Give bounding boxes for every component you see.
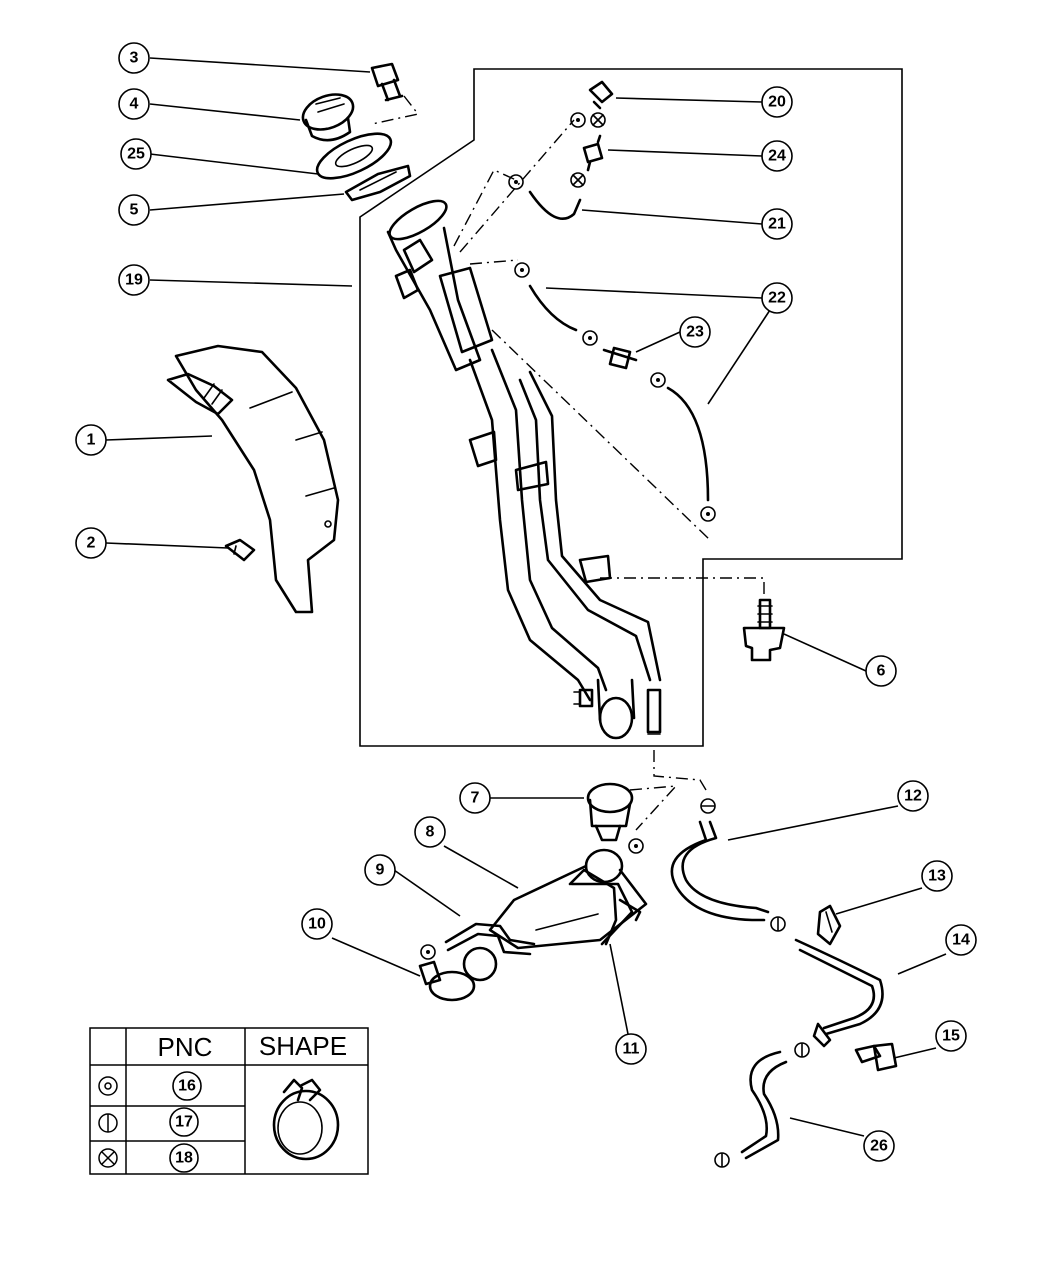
- callout-25: 25: [120, 138, 152, 170]
- svg-text:5: 5: [130, 202, 139, 219]
- svg-text:22: 22: [768, 290, 786, 307]
- assembly-frame: [359, 68, 903, 747]
- svg-text:14: 14: [952, 932, 970, 949]
- svg-text:24: 24: [768, 148, 786, 165]
- part-23-connector: [602, 346, 638, 370]
- svg-text:25: 25: [127, 146, 145, 163]
- callout-4: 4: [118, 88, 150, 120]
- part-19-filler-tube: [386, 199, 662, 740]
- part-20-fitting: [588, 80, 614, 110]
- legend-header-pnc: PNC: [158, 1032, 213, 1062]
- legend-pnc-16: 16: [172, 1071, 202, 1101]
- svg-text:2: 2: [87, 535, 96, 552]
- svg-text:16: 16: [178, 1078, 196, 1095]
- circle-vertical-bar-icon: [98, 1113, 118, 1133]
- leader-lines: [105, 57, 947, 1137]
- circle-dot-icon: [98, 1076, 118, 1096]
- legend-header-shape: SHAPE: [259, 1031, 347, 1061]
- svg-text:6: 6: [877, 663, 886, 680]
- callout-24: 24: [761, 140, 793, 172]
- callout-14: 14: [945, 924, 977, 956]
- circle-x-icon: [98, 1148, 118, 1168]
- part-12-hose: [670, 820, 770, 922]
- callout-15: 15: [935, 1020, 967, 1052]
- part-9-vent-tube: [444, 922, 536, 956]
- callout-23: 23: [679, 316, 711, 348]
- part-15-valve: [854, 1042, 898, 1072]
- hose-clamp-shape-icon: [272, 1078, 340, 1161]
- svg-text:9: 9: [376, 862, 385, 879]
- part-11-strap: [568, 868, 642, 946]
- callout-22: 22: [761, 282, 793, 314]
- callout-10: 10: [301, 908, 333, 940]
- callout-12: 12: [897, 780, 929, 812]
- part-22-hoses: [528, 284, 710, 502]
- callout-19: 19: [118, 264, 150, 296]
- part-3-valve: [370, 62, 420, 125]
- part-24-valve: [582, 134, 604, 172]
- svg-text:4: 4: [130, 96, 139, 113]
- svg-text:23: 23: [686, 324, 704, 341]
- part-2-clip: [224, 538, 256, 562]
- callout-26: 26: [863, 1130, 895, 1162]
- callout-13: 13: [921, 860, 953, 892]
- svg-text:13: 13: [928, 868, 946, 885]
- callout-9: 9: [364, 854, 396, 886]
- part-6-valve: [742, 598, 786, 662]
- svg-text:8: 8: [426, 824, 435, 841]
- part-25-gasket: [315, 132, 393, 180]
- callout-5: 5: [118, 194, 150, 226]
- callout-2: 2: [75, 527, 107, 559]
- svg-text:18: 18: [175, 1150, 193, 1167]
- svg-text:7: 7: [471, 790, 480, 807]
- svg-text:10: 10: [308, 916, 326, 933]
- svg-text:17: 17: [175, 1114, 193, 1131]
- part-26-hose: [740, 1050, 788, 1160]
- svg-text:11: 11: [623, 1041, 640, 1058]
- legend-pnc-18: 18: [169, 1143, 199, 1173]
- svg-text:12: 12: [904, 788, 922, 805]
- svg-text:19: 19: [125, 272, 143, 289]
- part-13-clip: [816, 904, 842, 946]
- svg-text:26: 26: [870, 1138, 888, 1155]
- svg-text:20: 20: [768, 94, 786, 111]
- part-21-hose: [528, 190, 582, 220]
- part-14-hose: [794, 938, 884, 1036]
- part-1-heat-shield: [166, 344, 340, 614]
- callout-8: 8: [414, 816, 446, 848]
- callout-3: 3: [118, 42, 150, 74]
- part-7-clamp: [586, 782, 634, 842]
- svg-text:1: 1: [87, 432, 96, 449]
- callout-20: 20: [761, 86, 793, 118]
- callout-6: 6: [865, 655, 897, 687]
- part-5-housing: [344, 164, 412, 202]
- svg-text:21: 21: [768, 216, 786, 233]
- legend-table: PNC SHAPE 16 17 18: [89, 1027, 369, 1175]
- callout-11: 11: [615, 1033, 647, 1065]
- clamp-symbols: [420, 112, 810, 1168]
- part-10-clamp: [418, 946, 498, 1002]
- callout-1: 1: [75, 424, 107, 456]
- callout-21: 21: [761, 208, 793, 240]
- svg-text:15: 15: [942, 1028, 960, 1045]
- svg-text:3: 3: [130, 50, 139, 67]
- callout-7: 7: [459, 782, 491, 814]
- part-8-lower-tube: [488, 848, 648, 950]
- part-4-cap: [301, 93, 355, 142]
- legend-pnc-17: 17: [169, 1107, 199, 1137]
